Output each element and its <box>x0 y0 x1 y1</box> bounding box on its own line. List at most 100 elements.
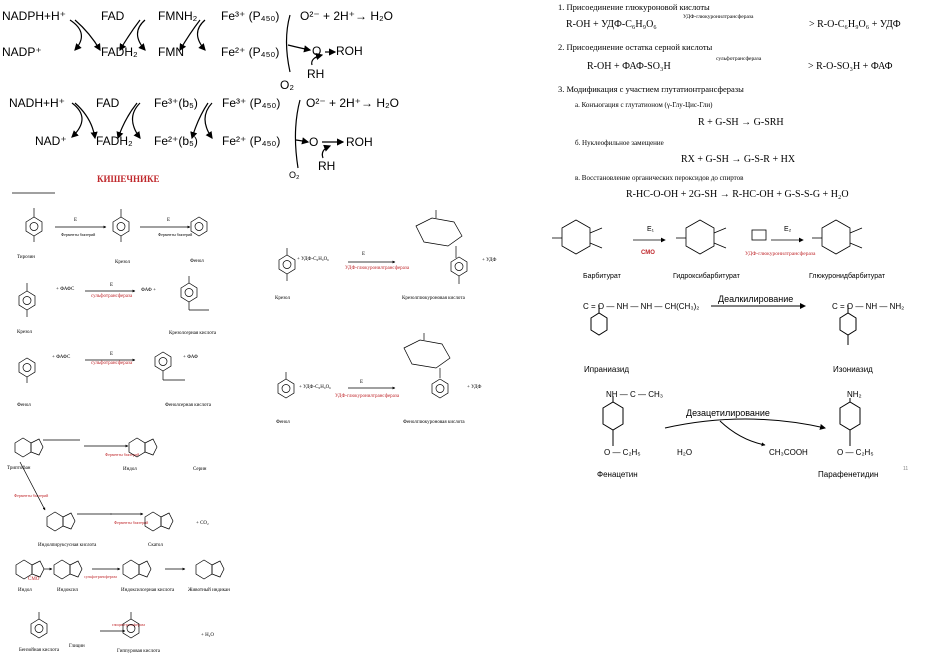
tryptophan-label: Триптофан <box>7 466 31 471</box>
phenol-glucuronic-label: Фенолглюкуроновая кислота <box>403 420 465 425</box>
section-3b-title: б. Нуклеофильное замещение <box>575 139 664 147</box>
section-3-title: 3. Модификация с участием глутатионтранс… <box>558 84 744 94</box>
hydroxybarbiturate-label: Гидроксибарбитурат <box>673 273 740 280</box>
enzyme-e-3: E <box>110 283 114 288</box>
indole-label: Индол <box>123 467 137 472</box>
phenacetin-amide-formula: NH — C — CH₃ <box>606 390 664 399</box>
bacterial-enzymes-2: Ферменты бактерий <box>158 232 193 237</box>
reaction-1-left: R-OH + УДФ-C₆H₉O₆ <box>566 19 657 30</box>
udp-out-1: + УДФ <box>482 258 497 263</box>
nadh-label: NADH+H⁺ <box>9 96 66 110</box>
fmn-label: FMN <box>158 45 184 59</box>
roh-label-2: ROH <box>346 135 373 149</box>
reaction-3a: R + G-SH → G-SRH <box>698 117 784 128</box>
udp-gt-3: УДФ-глюкуронилтрансфераза <box>745 251 816 257</box>
skatole-label: Скатол <box>148 543 163 548</box>
udp-out-2: + УДФ <box>467 385 482 390</box>
glycine-transferase-label: глицинтрансфераза <box>112 622 146 627</box>
enzyme-e-5: E <box>362 252 366 257</box>
reaction-1-right: > R-O-C₆H₉O₆ + УДФ <box>809 19 901 30</box>
hippuric-label: Гиппуровая кислота <box>117 649 161 654</box>
bacterial-enzymes-5: Ферменты бактерий <box>114 520 149 525</box>
sulfotransferase-3: сульфотрансфераза <box>84 574 117 579</box>
hydrazide-structures <box>590 303 857 345</box>
deacetylation-label: Дезацетилирование <box>686 408 770 418</box>
fafs-label-2: + ФАФС <box>52 355 71 360</box>
animal-indican-label: Животный индикан <box>188 588 230 593</box>
water-label: + H₂O <box>201 633 215 638</box>
sulfotransferase-2: сульфотрансфераза <box>91 361 133 366</box>
fad-label: FAD <box>101 9 125 23</box>
e1-label: E₁ <box>647 226 655 233</box>
cresol-label-3: Крезол <box>275 296 290 301</box>
ethoxy-label-2: O — C₂H₅ <box>837 448 874 457</box>
enzyme-e-6: E <box>360 380 364 385</box>
glucuronidbarbiturate-label: Глюкуронидбарбитурат <box>809 273 886 280</box>
reaction-3b: RX + G-SH → G-S-R + HX <box>681 154 796 165</box>
nadp-label: NADP⁺ <box>2 45 42 59</box>
indoxyl-label: Индоксил <box>57 588 79 593</box>
bacterial-enzymes-4: Ферменты бактерий <box>14 493 49 498</box>
fe3-p450-label-2: Fe³⁺ (P₄₅₀) <box>222 96 281 110</box>
phenol-label-1: Фенол <box>190 259 204 264</box>
serine-label: Серин <box>193 467 207 472</box>
fe2-p450-label: Fe²⁺ (P₄₅₀) <box>221 45 280 59</box>
faf-label-1: ФАФ + <box>141 288 156 293</box>
faf-label-2: + ФАФ <box>183 355 198 360</box>
barbiturate-structures <box>552 219 863 255</box>
ethoxy-label-1: O — C₂H₅ <box>604 448 641 457</box>
cresol-label-1: Крезол <box>115 260 130 265</box>
intestine-heading: КИШЕЧНИКЕ <box>97 174 160 184</box>
bacterial-enzymes-1: Ферменты бактерий <box>61 232 96 237</box>
roh-label: ROH <box>336 44 363 58</box>
reaction-1-enzyme: УДФ-глюкуронилтрансфераза <box>683 14 754 20</box>
indoxylsulfuric-label: Индоксилсерная кислота <box>121 588 175 593</box>
reaction-2-enzyme: сульфотрансфераза <box>716 56 762 62</box>
page-number: 11 <box>903 466 909 472</box>
cresol-sulfuric-label: Крезолсерная кислота <box>169 331 217 336</box>
nadph-label: NADPH+H⁺ <box>2 9 67 23</box>
amine-label: NH₂ <box>847 390 862 399</box>
enzyme-e-4: E <box>110 352 114 357</box>
udp-gt-1: УДФ-глюкуронилтрансфераза <box>345 266 410 271</box>
rh-label: RH <box>307 67 325 81</box>
udp-gt-2: УДФ-глюкуронилтрансфераза <box>335 394 400 399</box>
rh-label-2: RH <box>318 159 336 173</box>
enzyme-e-1: E <box>74 218 78 223</box>
reaction-2-right: > R-O-SO₃H + ФАФ <box>808 61 893 72</box>
o2-label-2: O₂ <box>289 170 300 180</box>
reaction-2-left: R-OH + ФАФ-SO₃H <box>587 61 671 72</box>
water-label-2: H₂O <box>677 448 693 457</box>
isoniazid-formula: C = O — NH — NH₂ <box>832 302 905 311</box>
section-2-title: 2. Присоединение остатка серной кислоты <box>558 42 713 52</box>
udp-glucuronate-1: + УДФ-C₆H₉O₆ <box>297 257 329 262</box>
indolepyruvic-label: Индолпируксусная кислота <box>38 543 97 548</box>
fe2-b5-label: Fe²⁺(b₅) <box>154 134 198 148</box>
phenacetin-structures <box>602 396 861 447</box>
reaction-3c: R-HC-O-OH + 2G-SH → R-HC-OH + G-S-S-G + … <box>626 189 849 200</box>
glycine-label: Глицин <box>69 644 85 649</box>
smo-label-2: СМО <box>641 250 655 256</box>
water-formation-label-2: O²⁻ + 2H⁺→ H₂O <box>306 96 400 110</box>
section-3c-title: в. Восстановление органических пероксидо… <box>575 174 744 182</box>
iproniazid-formula: C = O — NH — NH — CH(CH₃)₂ <box>583 302 700 311</box>
fadh2-label-2: FADH₂ <box>96 134 133 148</box>
cresol-label-2: Крезол <box>17 330 32 335</box>
paraphenetidine-label: Парафенетидин <box>818 470 879 479</box>
enzyme-e-2: E <box>167 218 171 223</box>
sulfotransferase-1: сульфотрансфераза <box>91 294 133 299</box>
bacterial-enzymes-3: Ферменты бактерий <box>105 452 140 457</box>
section-3a-title: а. Конъюгация с глутатионом (γ-Глу-Цис-Г… <box>575 101 713 109</box>
iproniazid-label: Ипраниазид <box>584 365 630 374</box>
phenol-label-2: Фенол <box>17 403 31 408</box>
barbiturate-label: Барбитурат <box>583 273 621 280</box>
oxygen-atom-label-2: O <box>309 135 319 149</box>
co2-label: + CO₂ <box>196 521 209 526</box>
isoniazid-label: Изониазид <box>833 365 873 374</box>
acetic-acid-label: CH₃COOH <box>769 448 808 457</box>
fad-label-2: FAD <box>96 96 120 110</box>
benzoic-label: Бензойная кислота <box>19 648 60 653</box>
phenol-label-3: Фенол <box>276 420 290 425</box>
nad-label: NAD⁺ <box>35 134 67 148</box>
